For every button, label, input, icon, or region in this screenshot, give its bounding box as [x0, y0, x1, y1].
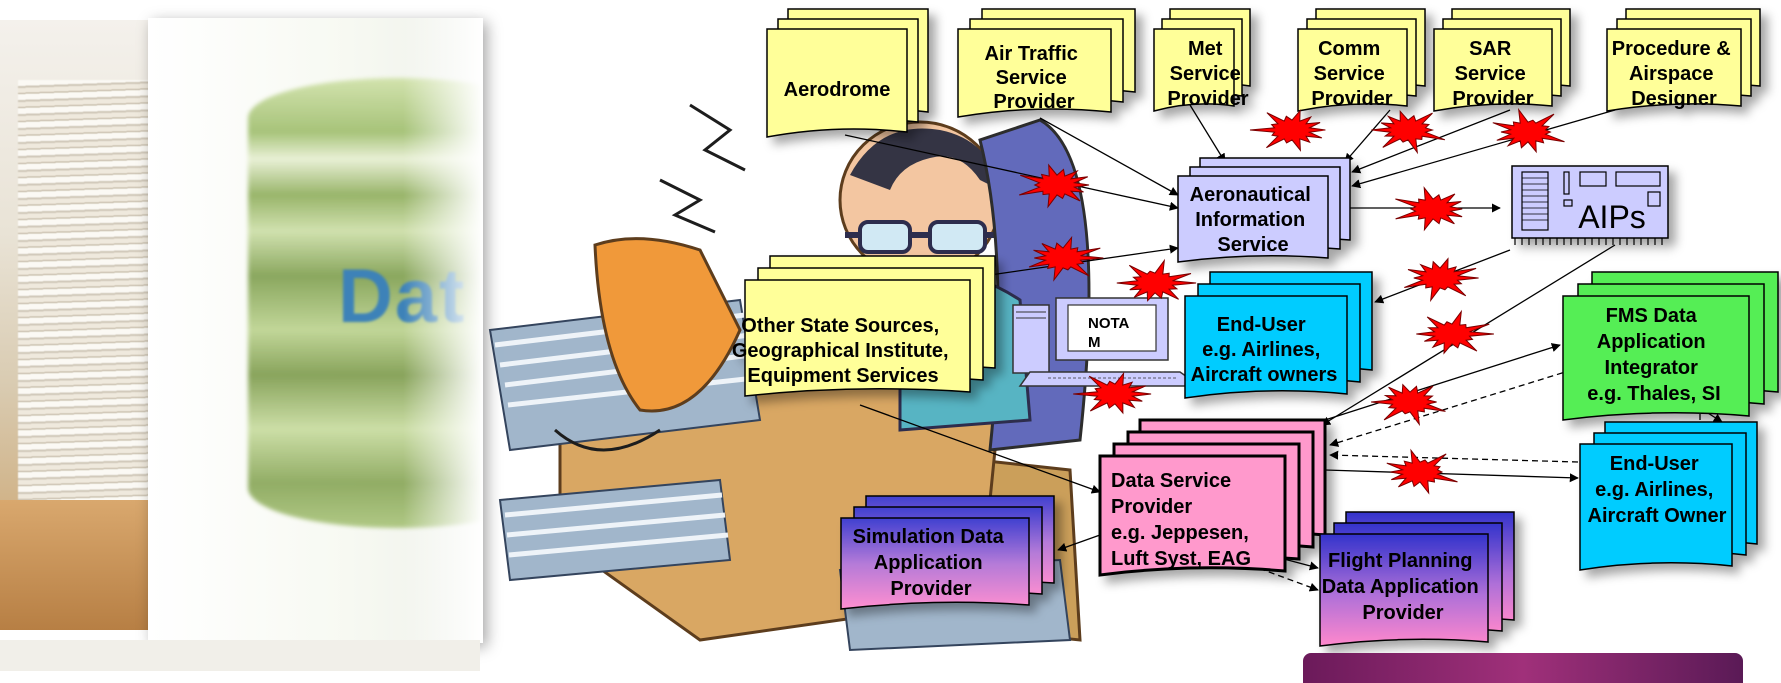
ats-provider-doc: Air Traffic Service Provider: [957, 8, 1136, 118]
paper-stack: [18, 80, 158, 540]
aerodrome-doc: Aerodrome: [766, 8, 929, 138]
ais-label: Aeronautical Information Service: [1190, 184, 1317, 256]
starburst-icon: [1371, 383, 1446, 427]
end-user-airlines-doc: End-User e.g. Airlines, Aircraft owners: [1184, 271, 1373, 399]
simulation-provider-label: Simulation Data Application Provider: [853, 526, 1010, 600]
end-user-airlines-label: End-User e.g. Airlines, Aircraft owners: [1191, 314, 1338, 386]
starburst-icon: [1028, 235, 1104, 282]
desk-surface: [0, 500, 160, 630]
flight-planning-provider-doc: Flight Planning Data Application Provide…: [1319, 511, 1515, 647]
footer-title-bar: [1303, 653, 1743, 683]
other-state-sources-doc: Other State Sources, Geographical Instit…: [732, 255, 996, 397]
flight-planning-provider-label: Flight Planning Data Application Provide…: [1322, 550, 1485, 624]
comm-provider-label: Comm Service Provider: [1311, 38, 1392, 110]
procedure-designer-doc: Procedure & Airspace Designer: [1606, 8, 1761, 112]
starburst-icon: [1492, 107, 1565, 154]
fms-integrator-label: FMS Data Application Integrator e.g. Tha…: [1587, 305, 1720, 405]
sar-provider-label: SAR Service Provider: [1452, 38, 1533, 110]
ais-doc: Aeronautical Information Service: [1177, 157, 1351, 263]
procedure-designer-label: Procedure & Airspace Designer: [1612, 38, 1737, 110]
starbursts: [1019, 107, 1565, 495]
other-state-sources-label: Other State Sources, Geographical Instit…: [732, 315, 954, 387]
connectors: [844, 104, 1723, 571]
starburst-icon: [1371, 109, 1446, 155]
starburst-icon: [1249, 109, 1326, 152]
paper-stack-photo: [0, 20, 160, 630]
aips-chip: AIPs: [1511, 165, 1669, 245]
aerodrome-label: Aerodrome: [784, 79, 891, 101]
data-service-provider-doc: Data Service Provider e.g. Jeppesen, Luf…: [1098, 418, 1327, 577]
aips-label: AIPs: [1578, 199, 1646, 235]
starburst-icon: [1073, 371, 1152, 415]
data-service-provider-label: Data Service Provider e.g. Jeppesen, Luf…: [1111, 470, 1254, 570]
end-user-aircraft-owner-label: End-User e.g. Airlines, Aircraft Owner: [1588, 453, 1727, 527]
ats-provider-label: Air Traffic Service Provider: [985, 43, 1084, 113]
starburst-icon: [1395, 186, 1463, 232]
starburst-icon: [1116, 258, 1197, 302]
starburst-icon: [1386, 448, 1458, 495]
database-photo: Dat: [148, 18, 483, 643]
met-provider-label: Met Service Provider: [1167, 38, 1248, 110]
fms-integrator-doc: FMS Data Application Integrator e.g. Tha…: [1562, 271, 1779, 421]
simulation-provider-doc: Simulation Data Application Provider: [840, 495, 1055, 610]
end-user-aircraft-owner-doc: End-User e.g. Airlines, Aircraft Owner: [1579, 421, 1758, 571]
comm-provider-doc: Comm Service Provider: [1297, 8, 1426, 112]
sar-provider-doc: SAR Service Provider: [1433, 8, 1571, 112]
starburst-icon: [1416, 309, 1494, 355]
met-provider-doc: Met Service Provider: [1153, 8, 1251, 112]
starburst-icon: [1019, 163, 1090, 209]
starburst-icon: [1404, 257, 1479, 303]
notam-computer: NOTA M: [1012, 297, 1203, 387]
notam-label: NOTA M: [1088, 315, 1133, 351]
